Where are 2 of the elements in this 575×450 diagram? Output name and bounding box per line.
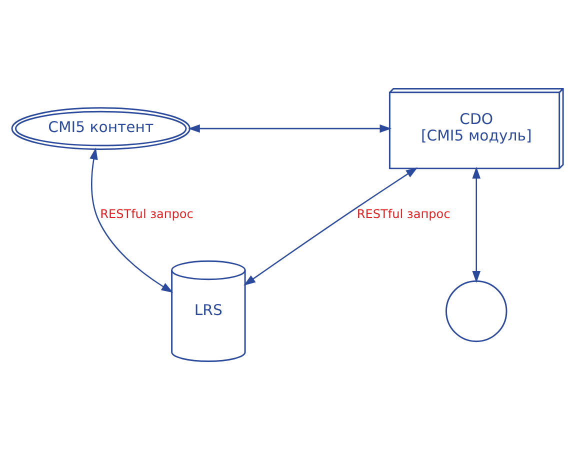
edge-label: RESTful запрос (100, 206, 194, 221)
edge-label: RESTful запрос (356, 206, 450, 221)
